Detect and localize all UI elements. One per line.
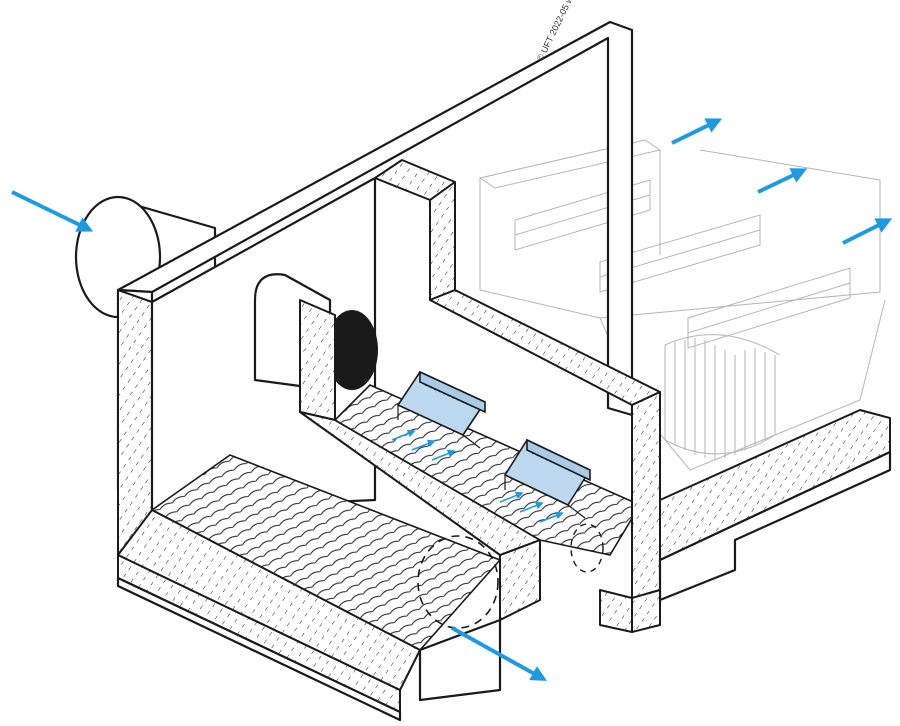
- overflow-arrow: [451, 626, 547, 681]
- outlet-pipe-dashed: [417, 535, 499, 629]
- ghost-tube-bundle: [664, 334, 781, 460]
- screen-flow-arrows: [391, 429, 564, 523]
- overflow-pipe-dashed: [570, 523, 604, 573]
- inflow-arrow: [11, 190, 94, 232]
- outflow-arrow-1: [671, 118, 723, 145]
- ghost-lamella-unit: [478, 139, 886, 471]
- inner-pipe-opening: [326, 310, 378, 390]
- outflow-arrow-3: [842, 218, 893, 245]
- chamber-body: [116, 20, 892, 722]
- screen-2: [504, 438, 591, 519]
- flow-arrows: [11, 118, 893, 681]
- screen-1: [397, 370, 486, 449]
- outflow-arrow-2: [757, 168, 808, 194]
